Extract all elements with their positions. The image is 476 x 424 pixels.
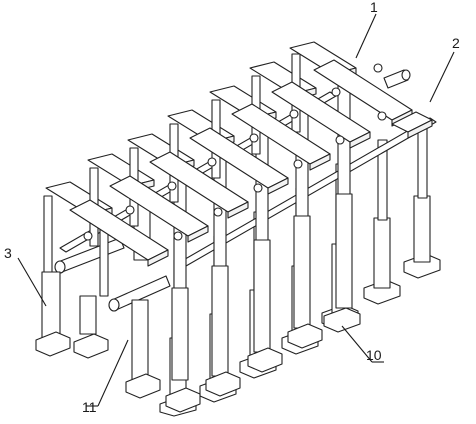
leader-3 bbox=[17, 257, 47, 307]
end-cap bbox=[391, 111, 433, 139]
callout-10: 10 bbox=[366, 347, 382, 363]
callout-11: 11 bbox=[82, 399, 97, 415]
top-plates bbox=[69, 59, 413, 267]
callout-2: 2 bbox=[452, 35, 460, 51]
clamp-nodes bbox=[83, 63, 387, 241]
callout-1: 1 bbox=[370, 0, 378, 15]
callout-labels: 1 2 3 10 11 bbox=[4, 0, 460, 415]
leader-10 bbox=[341, 325, 373, 363]
callout-3: 3 bbox=[4, 245, 12, 261]
leader-11 bbox=[97, 339, 129, 407]
leader-1 bbox=[355, 13, 377, 59]
callout-leaders bbox=[17, 13, 455, 407]
leader-2 bbox=[429, 51, 455, 103]
